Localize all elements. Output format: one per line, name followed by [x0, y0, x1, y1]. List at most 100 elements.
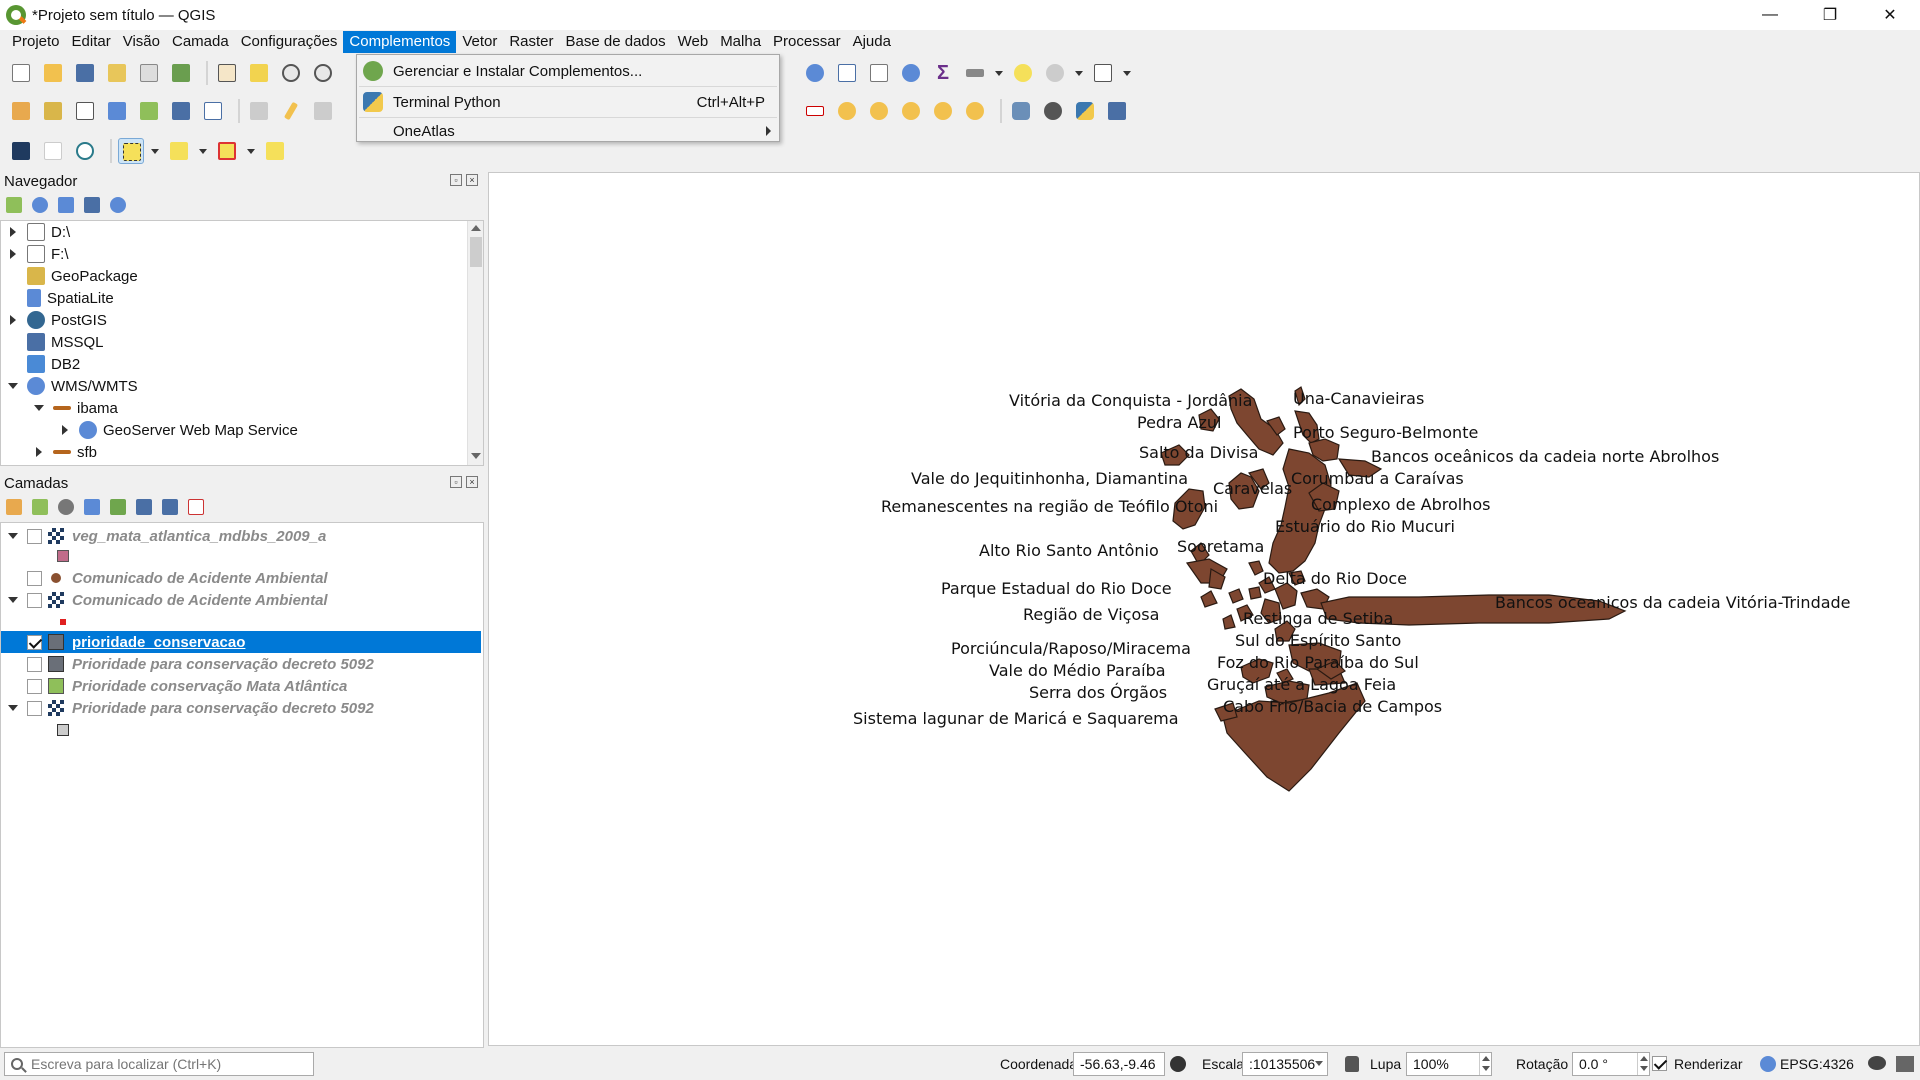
- measure-dropdown[interactable]: [994, 60, 1004, 86]
- minimize-button[interactable]: —: [1762, 6, 1778, 23]
- scrollbar-thumb[interactable]: [470, 237, 482, 267]
- menu-ajuda[interactable]: Ajuda: [852, 33, 891, 50]
- manage-themes-icon[interactable]: [58, 499, 74, 515]
- expand-arrow-icon[interactable]: [33, 441, 45, 463]
- menu-visao[interactable]: Visão: [122, 33, 160, 50]
- save-edits-button[interactable]: [310, 98, 336, 124]
- add-raster-button[interactable]: [136, 98, 162, 124]
- statistics-button[interactable]: Σ: [930, 60, 956, 86]
- magnifier-spinner[interactable]: [1479, 1053, 1491, 1075]
- float-panel-button[interactable]: ▫: [450, 174, 462, 186]
- select-by-value-button[interactable]: [166, 138, 192, 164]
- browser-item-mssql[interactable]: MSSQL: [1, 331, 461, 353]
- float-panel-button[interactable]: ▫: [450, 476, 462, 488]
- locator-search-input[interactable]: [31, 1056, 291, 1072]
- new-project-button[interactable]: [8, 60, 34, 86]
- show-hide-labels-button[interactable]: [866, 98, 892, 124]
- close-button[interactable]: ✕: [1883, 7, 1897, 24]
- collapse-arrow-icon[interactable]: [7, 589, 19, 611]
- menu-item-terminal-python[interactable]: Terminal Python Ctrl+Alt+P: [357, 88, 779, 116]
- browser-item-geopackage[interactable]: GeoPackage: [1, 265, 461, 287]
- close-panel-button[interactable]: ×: [466, 476, 478, 488]
- pan-button[interactable]: [214, 60, 240, 86]
- add-layer-button[interactable]: [168, 98, 194, 124]
- pan-to-selection-button[interactable]: [246, 60, 272, 86]
- crs-globe-icon[interactable]: [1760, 1056, 1776, 1072]
- unnamed-tool-button[interactable]: [40, 138, 66, 164]
- plugin-button[interactable]: [1040, 98, 1066, 124]
- menu-malha[interactable]: Malha: [720, 33, 762, 50]
- add-virtual-layer-button[interactable]: [200, 98, 226, 124]
- remove-layer-icon[interactable]: [188, 499, 204, 515]
- python-console-button[interactable]: [1072, 98, 1098, 124]
- deselect-button[interactable]: [214, 138, 240, 164]
- current-edits-button[interactable]: [246, 98, 272, 124]
- messages-icon[interactable]: [1868, 1056, 1886, 1070]
- scale-field[interactable]: :10135506: [1242, 1052, 1328, 1076]
- add-selected-layers-icon[interactable]: [6, 197, 22, 213]
- browser-item-db2[interactable]: DB2: [1, 353, 461, 375]
- layer-visibility-checkbox[interactable]: [27, 570, 42, 586]
- text-annotation-button[interactable]: [1090, 60, 1116, 86]
- collapse-arrow-icon[interactable]: [7, 375, 19, 397]
- refresh-icon[interactable]: [32, 197, 48, 213]
- select-dropdown[interactable]: [150, 138, 160, 164]
- lock-icon[interactable]: [1345, 1056, 1359, 1072]
- pattern-button[interactable]: [72, 138, 98, 164]
- menu-processar[interactable]: Processar: [773, 33, 841, 50]
- map-tips-button[interactable]: [1010, 60, 1036, 86]
- browser-item-d-drive[interactable]: D:\: [1, 221, 461, 243]
- layer-item[interactable]: veg_mata_atlantica_mdbbs_2009_a: [1, 525, 481, 547]
- menu-item-oneatlas[interactable]: OneAtlas: [357, 117, 779, 145]
- browser-item-ibama[interactable]: ibama: [1, 397, 461, 419]
- browser-item-f-drive[interactable]: F:\: [1, 243, 461, 265]
- measure-button[interactable]: [962, 60, 988, 86]
- browser-scrollbar[interactable]: [467, 221, 483, 465]
- zoom-in-button[interactable]: [278, 60, 304, 86]
- menu-configuracoes[interactable]: Configurações: [240, 33, 338, 50]
- menu-projeto[interactable]: Projeto: [12, 33, 60, 50]
- browser-item-geoserver[interactable]: GeoServer Web Map Service: [1, 419, 461, 441]
- identify-button[interactable]: [802, 60, 828, 86]
- render-checkbox[interactable]: [1652, 1056, 1667, 1071]
- scroll-down-arrow-icon[interactable]: [471, 453, 481, 459]
- pin-labels-button[interactable]: [898, 98, 924, 124]
- style-icon[interactable]: [6, 499, 22, 515]
- menu-base-de-dados[interactable]: Base de dados: [565, 33, 666, 50]
- toggle-extents-icon[interactable]: [1170, 1056, 1186, 1072]
- field-calculator-button[interactable]: [866, 60, 892, 86]
- expand-arrow-icon[interactable]: [7, 221, 19, 243]
- map-canvas[interactable]: Vitória da Conquista - Jordânia Una-Cana…: [488, 172, 1920, 1046]
- db-manager-button[interactable]: [1008, 98, 1034, 124]
- layer-item-selected[interactable]: prioridade_conservacao: [1, 631, 481, 653]
- menu-camada[interactable]: Camada: [171, 33, 229, 50]
- magnifier-field[interactable]: 100%: [1406, 1052, 1492, 1076]
- layer-visibility-checkbox[interactable]: [27, 656, 42, 672]
- save-project-button[interactable]: [72, 60, 98, 86]
- select-features-button[interactable]: [118, 138, 144, 164]
- add-group-icon[interactable]: [32, 499, 48, 515]
- menu-complementos[interactable]: Complementos: [343, 31, 457, 53]
- info-icon[interactable]: [110, 197, 126, 213]
- rotate-labels-button[interactable]: [930, 98, 956, 124]
- layer-item[interactable]: Prioridade para conservação decreto 5092: [1, 653, 481, 675]
- layer-item[interactable]: Comunicado de Acidente Ambiental: [1, 567, 481, 589]
- locator-search-box[interactable]: [4, 1052, 314, 1076]
- save-as-button[interactable]: [104, 60, 130, 86]
- menu-editar[interactable]: Editar: [71, 33, 111, 50]
- layer-item[interactable]: Prioridade para conservação decreto 5092: [1, 697, 481, 719]
- deselect-dropdown[interactable]: [246, 138, 256, 164]
- collapse-arrow-icon[interactable]: [33, 397, 45, 419]
- collapse-all-icon[interactable]: [84, 197, 100, 213]
- label-button[interactable]: [802, 98, 828, 124]
- collapse-all-icon[interactable]: [162, 499, 178, 515]
- message-log-icon[interactable]: [1896, 1056, 1914, 1072]
- rotation-field[interactable]: 0.0 °: [1572, 1052, 1650, 1076]
- crs-label[interactable]: EPSG:4326: [1780, 1056, 1854, 1072]
- expand-all-icon[interactable]: [136, 499, 152, 515]
- collapse-arrow-icon[interactable]: [7, 525, 19, 547]
- rotation-spinner[interactable]: [1637, 1053, 1649, 1075]
- layer-item[interactable]: Prioridade conservação Mata Atlântica: [1, 675, 481, 697]
- browser-item-spatialite[interactable]: SpatiaLite: [1, 287, 461, 309]
- select-value-dropdown[interactable]: [198, 138, 208, 164]
